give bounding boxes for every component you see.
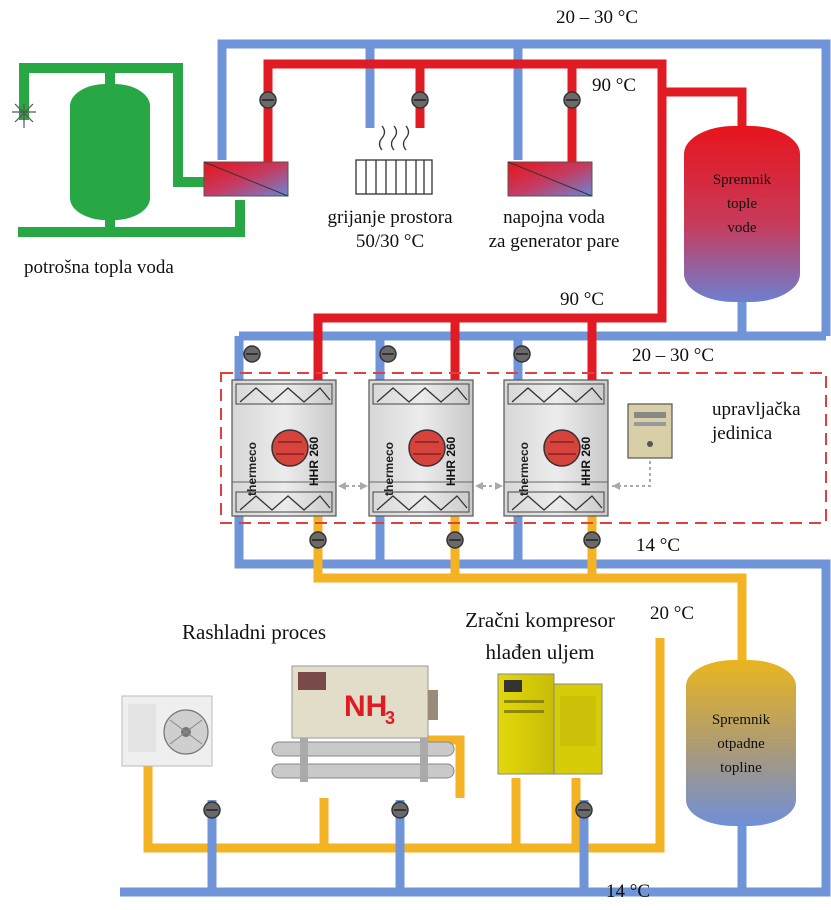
heat-pump-unit [368,379,474,517]
control-unit-line2: jedinica [712,423,773,444]
refrigeration-label: Rashladni proces [182,620,327,644]
heat-pump-unit [231,379,337,517]
feedwater-heat-exchanger [507,161,593,197]
pump-icon [309,531,327,549]
pump-icon [513,345,531,363]
pump-icon [243,345,261,363]
space-heating-line1: grijanje prostora [327,207,453,228]
condenser-unit-icon [121,695,213,767]
hot-water-tank [684,126,800,302]
control-unit-label: upravljačka jedinica [712,398,801,446]
temp-mid-return-label: 20 – 30 °C [632,345,715,366]
pump-icon [203,801,221,819]
temp-top-return-label: 20 – 30 °C [556,7,639,28]
dhw-label: potrošna topla voda [24,257,174,278]
compressor-line2: hlađen uljem [485,640,595,664]
nh3-label: NH [344,690,387,723]
temp-low-return-label: 14 °C [636,535,681,556]
hp-model-label: HHR 260 [307,436,321,486]
pump-icon [446,531,464,549]
compressor-label: Zračni kompresor hlađen uljem [440,604,640,668]
space-heating-label: grijanje prostora 50/30 °C [300,206,480,254]
pump-icon [411,91,429,109]
hp-brand-label: thermeco [517,442,531,496]
pump-icon [259,91,277,109]
pump-icon [379,345,397,363]
hp-brand-label: thermeco [245,442,259,496]
waste-tank-line3: topline [720,760,762,776]
nh3-chiller-icon: NH 3 [271,665,455,782]
waste-tank-line1: Spremnik [711,712,771,728]
hot-tank-line3: vode [727,220,757,236]
heat-pump-labels: thermeco HHR 260 thermeco HHR 260 therme… [245,436,593,496]
nh3-subscript: 3 [385,708,395,728]
return-pipes [120,39,831,897]
hp-brand-label: thermeco [382,442,396,496]
temp-mid-supply-label: 90 °C [560,289,605,310]
dhw-vent-icon [12,103,36,128]
temp-top-supply-label: 90 °C [592,75,637,96]
compressor-line1: Zračni kompresor [465,608,615,632]
hot-tank-label: Spremnik tople vode [684,168,800,240]
air-compressor-icon [497,673,603,775]
dhw-heat-exchanger [203,161,289,197]
hp-model-label: HHR 260 [444,436,458,486]
hot-tank-line2: tople [727,196,757,212]
feedwater-label: napojna voda za generator pare [464,206,644,254]
space-heating-line2: 50/30 °C [355,231,425,252]
pump-icon [583,531,601,549]
temp-waste-heat-label: 20 °C [650,603,695,624]
waste-tank-line2: otpadne [717,736,765,752]
computer-icon [627,403,673,459]
pumps [203,91,601,819]
temp-bottom-return-label: 14 °C [606,881,651,902]
pump-icon [563,91,581,109]
pump-icon [575,801,593,819]
feedwater-line2: za generator pare [488,231,620,252]
waste-heat-tank [686,660,796,826]
radiator-icon [355,125,433,195]
feedwater-line1: napojna voda [503,207,605,228]
hot-tank-line1: Spremnik [712,172,772,188]
control-unit-line1: upravljačka [712,399,801,420]
pump-icon [391,801,409,819]
control-link-arrows [338,482,620,490]
heat-pump-boundary [220,372,827,524]
waste-tank-label: Spremnik otpadne topline [686,708,796,780]
hp-model-label: HHR 260 [579,436,593,486]
heat-pump-unit [503,379,609,517]
